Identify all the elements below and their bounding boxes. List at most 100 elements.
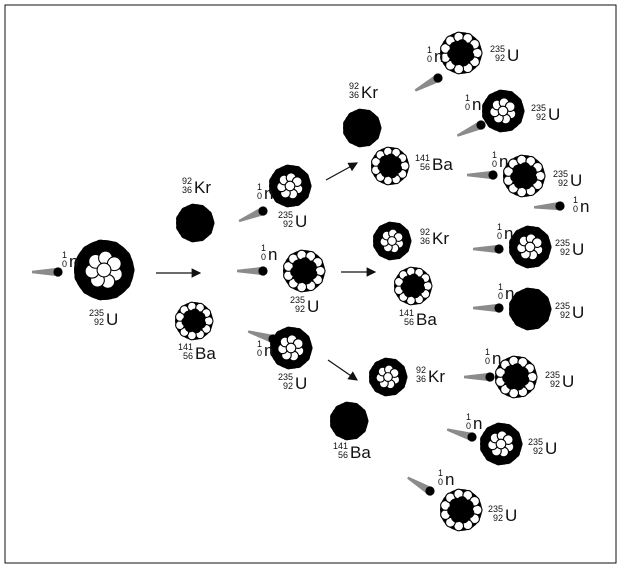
label-krypton-1-mass: 92 — [182, 176, 192, 186]
label-uranium-gen2-c-symbol: U — [295, 374, 307, 393]
neutron-gen3-7 — [464, 372, 495, 382]
label-neutron-gen2-c-atomic-number: 0 — [257, 348, 262, 358]
uranium-nucleus-initial — [74, 239, 135, 301]
label-neutron-gen3-1-symbol: n — [434, 47, 443, 66]
uranium-nucleus-gen3-8 — [480, 422, 523, 466]
label-neutron-gen2-c-symbol: n — [264, 341, 273, 360]
label-uranium-initial-atomic-number: 92 — [94, 317, 104, 327]
uranium-nucleus-gen3-2 — [482, 89, 525, 133]
label-neutron-gen3-9-symbol: n — [445, 470, 454, 489]
uranium-nucleus-gen3-5 — [509, 225, 552, 269]
label-krypton-2c-symbol: Kr — [428, 367, 445, 386]
neutron-gen3-2 — [456, 120, 486, 137]
label-uranium-gen3-9-symbol: U — [505, 506, 517, 525]
label-neutron-gen2-b-mass: 1 — [261, 243, 266, 253]
label-uranium-gen3-6-mass: 235 — [555, 301, 570, 311]
neutron-gen3-6 — [473, 303, 504, 313]
label-uranium-gen3-7-atomic-number: 92 — [550, 379, 560, 389]
label-neutron-gen3-8-mass: 1 — [466, 412, 471, 422]
label-neutron-gen3-4-mass: 1 — [573, 195, 578, 205]
label-uranium-gen2-a-mass: 235 — [278, 210, 293, 220]
label-barium-1-symbol: Ba — [195, 344, 216, 363]
label-krypton-1-atomic-number: 36 — [182, 185, 192, 195]
label-uranium-gen3-6-atomic-number: 92 — [560, 310, 570, 320]
label-uranium-gen3-3-mass: 235 — [553, 169, 568, 179]
barium-nucleus-2a — [371, 146, 410, 186]
label-krypton-2c-mass: 92 — [416, 365, 426, 375]
label-barium-2a-symbol: Ba — [432, 155, 453, 174]
krypton-nucleus-2a — [343, 108, 382, 148]
label-barium-2c-symbol: Ba — [350, 443, 371, 462]
label-uranium-gen3-3-atomic-number: 92 — [558, 178, 568, 188]
label-neutron-gen3-6-mass: 1 — [498, 282, 503, 292]
label-uranium-gen3-9-atomic-number: 92 — [493, 513, 503, 523]
label-neutron-gen3-1-mass: 1 — [427, 45, 432, 55]
label-krypton-2c-atomic-number: 36 — [416, 374, 426, 384]
label-uranium-gen2-c-atomic-number: 92 — [283, 381, 293, 391]
label-neutron-gen3-6-atomic-number: 0 — [498, 291, 503, 301]
label-barium-1-mass: 141 — [178, 342, 193, 352]
label-neutron-initial-symbol: n — [69, 252, 78, 271]
label-barium-2a-mass: 141 — [415, 153, 430, 163]
uranium-nucleus-gen3-7 — [495, 355, 538, 399]
label-uranium-gen3-1-atomic-number: 92 — [495, 53, 505, 63]
neutron-gen3-5 — [473, 244, 504, 254]
label-barium-2b-symbol: Ba — [416, 310, 437, 329]
label-neutron-gen3-5-atomic-number: 0 — [497, 231, 502, 241]
frame — [4, 4, 617, 564]
label-neutron-gen3-3-mass: 1 — [492, 150, 497, 160]
label-neutron-gen2-b-symbol: n — [268, 245, 277, 264]
label-neutron-gen3-9-atomic-number: 0 — [438, 477, 443, 487]
label-barium-1-atomic-number: 56 — [183, 351, 193, 361]
neutron-gen3-8 — [446, 428, 477, 442]
label-neutron-gen3-2-symbol: n — [472, 95, 481, 114]
label-barium-2b-mass: 141 — [399, 308, 414, 318]
label-uranium-gen3-5-symbol: U — [572, 240, 584, 259]
label-neutron-gen3-2-mass: 1 — [465, 93, 470, 103]
label-uranium-gen3-1-symbol: U — [507, 46, 519, 65]
krypton-nucleus-2c — [369, 357, 408, 397]
label-neutron-gen3-3-atomic-number: 0 — [492, 159, 497, 169]
krypton-nucleus-2b — [373, 221, 412, 261]
label-uranium-gen3-7-symbol: U — [562, 372, 574, 391]
uranium-nucleus-gen2-c — [270, 326, 313, 370]
label-barium-2a-atomic-number: 56 — [420, 162, 430, 172]
label-uranium-gen3-6-symbol: U — [572, 303, 584, 322]
label-neutron-gen3-1-atomic-number: 0 — [427, 54, 432, 64]
label-neutron-initial-mass: 1 — [62, 250, 67, 260]
arrow-stage-2c — [327, 359, 358, 381]
arrow-stage-2a — [325, 162, 359, 181]
label-krypton-2b-atomic-number: 36 — [420, 236, 430, 246]
label-uranium-gen3-3-symbol: U — [570, 171, 582, 190]
label-neutron-gen3-3-symbol: n — [499, 152, 508, 171]
label-uranium-initial-symbol: U — [106, 310, 118, 329]
uranium-nucleus-gen3-1 — [440, 31, 483, 75]
label-neutron-gen3-4-symbol: n — [580, 197, 589, 216]
label-uranium-gen3-2-atomic-number: 92 — [536, 112, 546, 122]
label-barium-2c-mass: 141 — [333, 441, 348, 451]
label-neutron-gen3-6-symbol: n — [505, 284, 514, 303]
label-barium-2b-atomic-number: 56 — [404, 317, 414, 327]
neutron-gen3-4 — [533, 201, 565, 211]
label-neutron-gen3-8-symbol: n — [473, 414, 482, 433]
label-krypton-2b-symbol: Kr — [432, 229, 449, 248]
barium-nucleus-1 — [175, 301, 214, 341]
label-krypton-1-symbol: Kr — [194, 178, 211, 197]
